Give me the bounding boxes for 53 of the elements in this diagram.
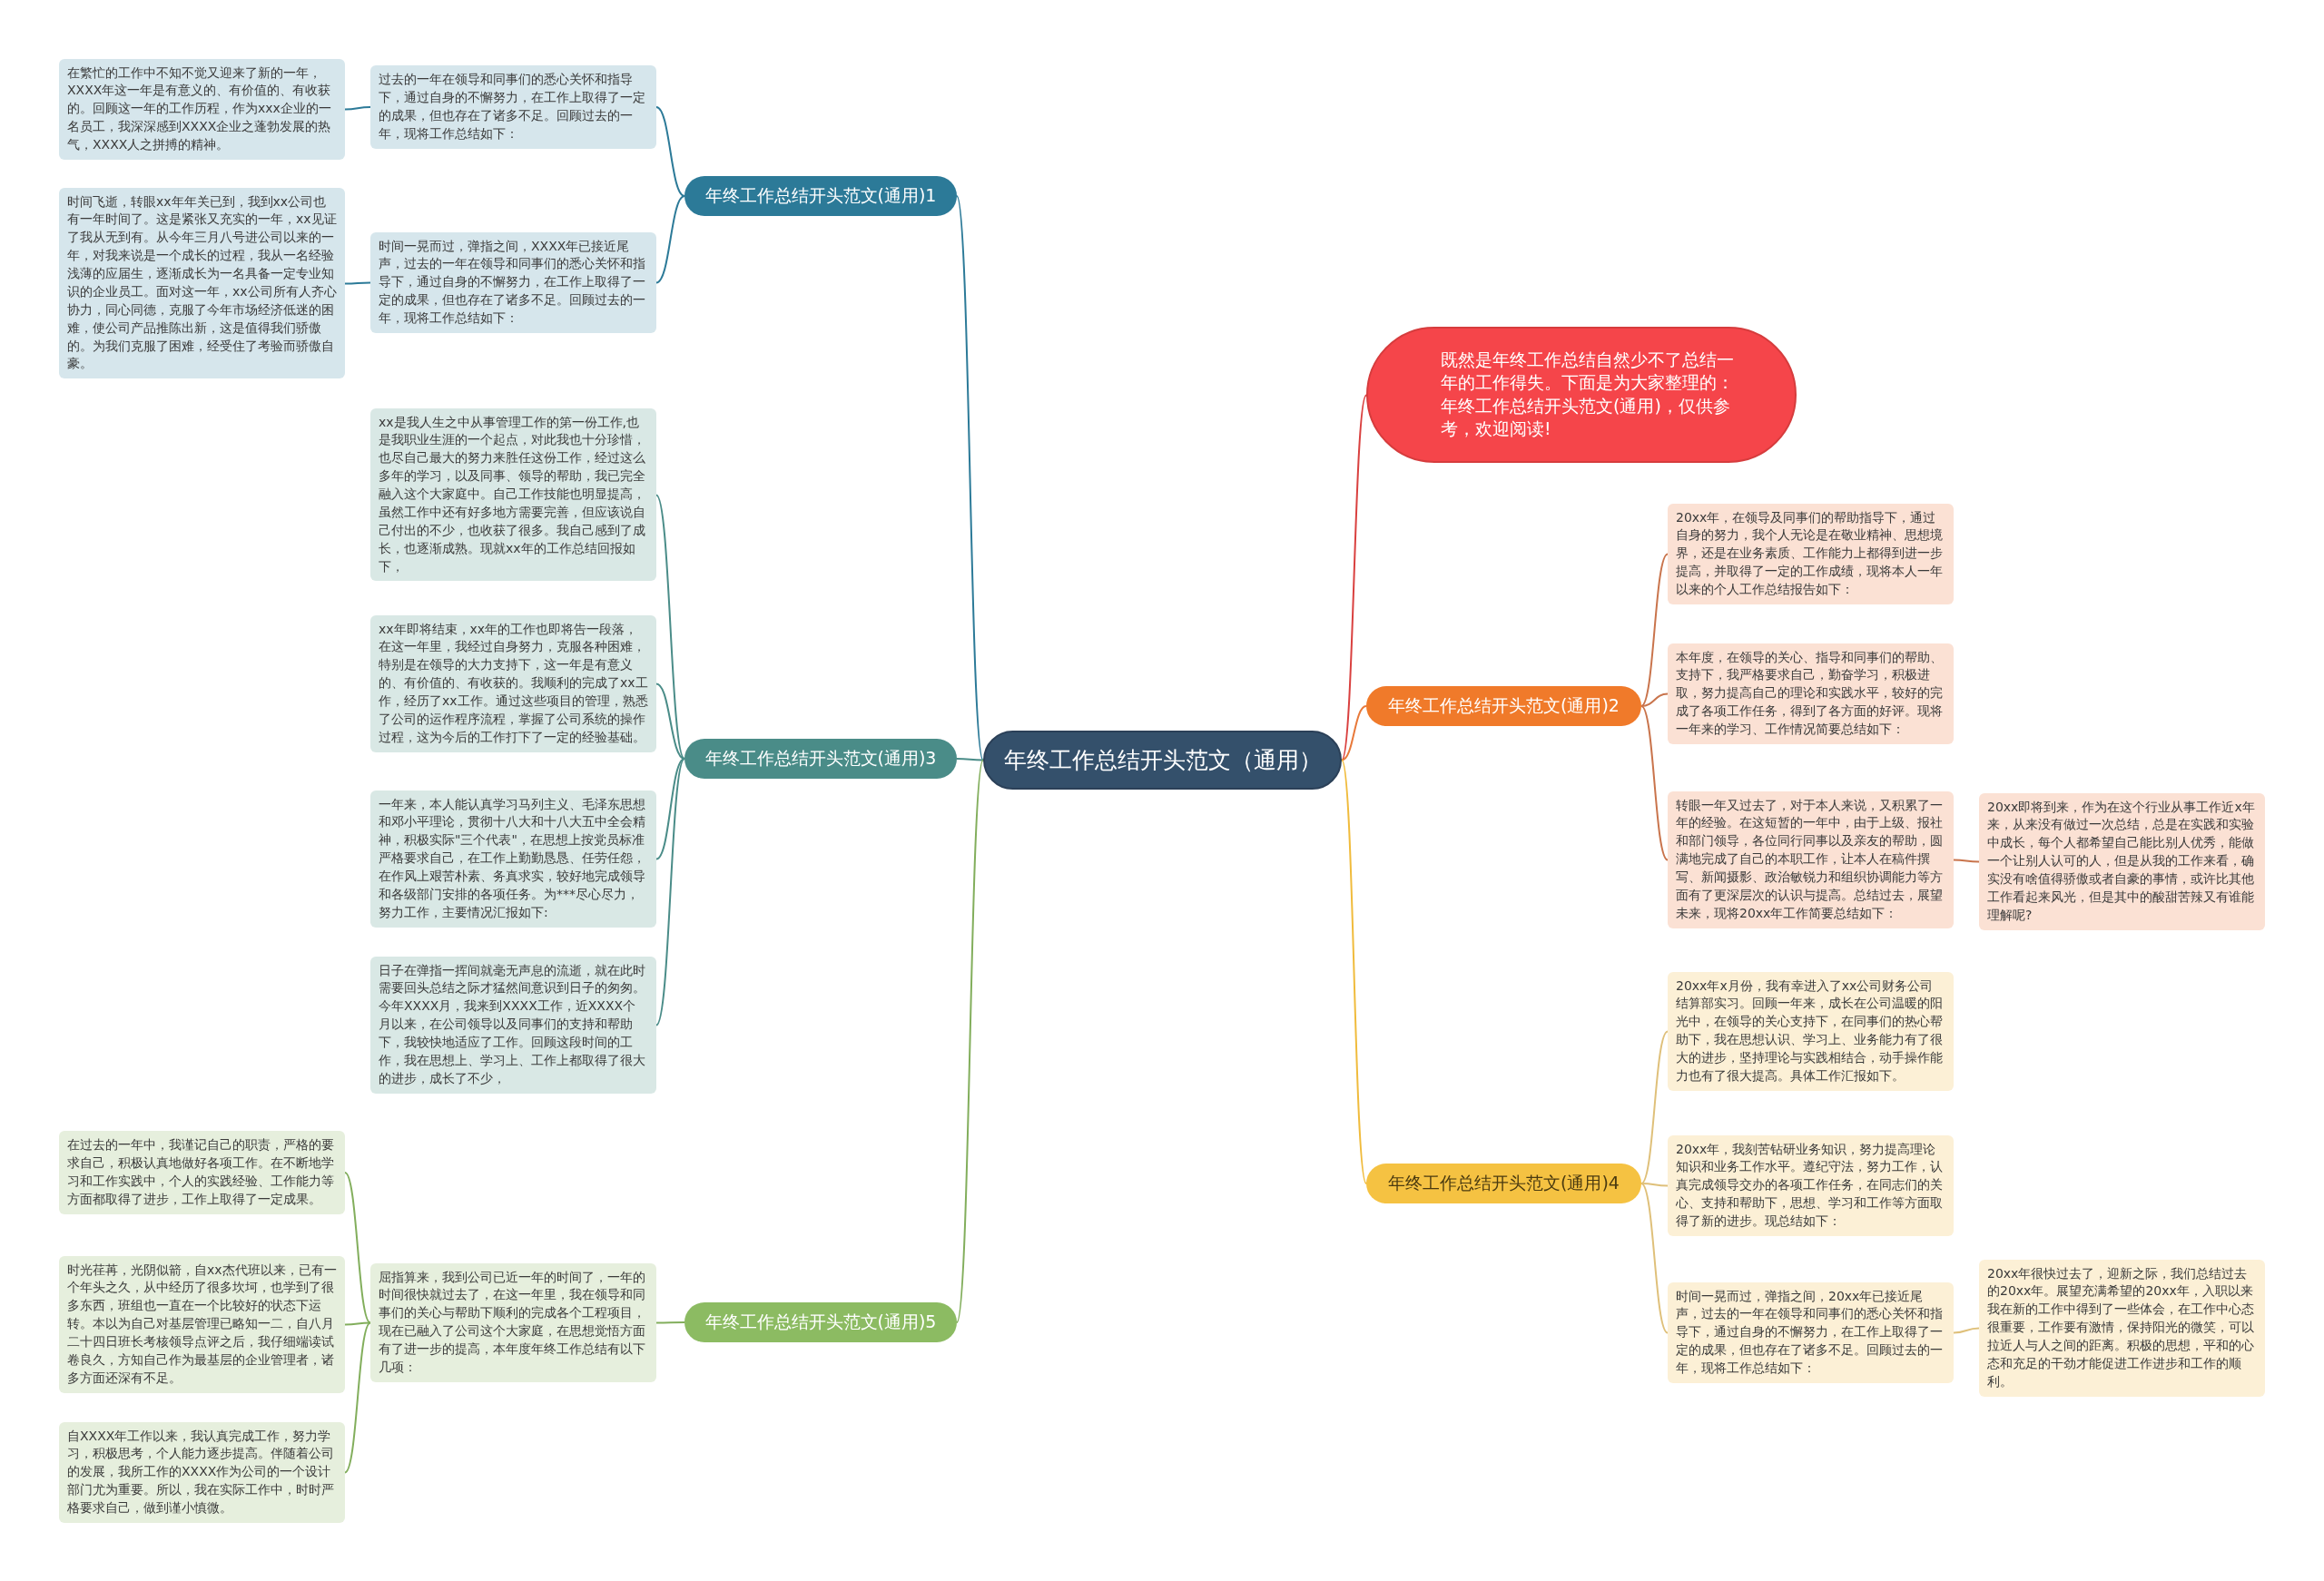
connector-line	[1341, 705, 1367, 761]
text-card: 本年度，在领导的关心、指导和同事们的帮助、支持下，我严格要求自己，勤奋学习，积极进取，努力提高自己的理论和实践水平，较好的完成了各项工作任务，得到了各方面的好评。现将一年来的学习、工作情况简要总结如下：	[1668, 643, 1954, 744]
connector-line	[1341, 759, 1367, 1184]
connector-line	[655, 494, 685, 760]
connector-line	[1341, 394, 1367, 761]
connector-line	[344, 1172, 371, 1324]
connector-line	[655, 195, 685, 284]
connector-line	[655, 758, 685, 860]
connector-line	[344, 281, 371, 285]
text-card: 20xx即将到来，作为在这个行业从事工作近x年来，从来没有做过一次总结，总是在实践和实验中成长，每个人都希望自己能比别人优秀，能做一个让别人认可的人，但是从我的工作来看，确实没有啥值得骄傲或者自豪的事情，或许比其他工作看起来风光，但是其中的酸甜苦辣又有谁能理解呢?	[1979, 792, 2265, 930]
central-topic: 年终工作总结开头范文（通用）	[983, 730, 1342, 790]
connector-line	[956, 195, 984, 761]
text-card: 20xx年，在领导及同事们的帮助指导下，通过自身的努力，我个人无论是在敬业精神、思想境界，还是在业务素质、工作能力上都得到进一步提高，并取得了一定的工作成绩，现将本人一年以来的个人工作总结报告如下：	[1668, 503, 1954, 604]
text-card: 日子在弹指一挥间就毫无声息的流逝，就在此时需要回头总结之际才猛然间意识到日子的匆匆。今年XXXX月，我来到XXXX工作，近XXXX个月以来，在公司领导以及同事们的支持和帮助下，我较快地适应了工作。回顾这段时间的工作，我在思想上、学习上、工作上都取得了很大的进步，成长了不少，	[370, 956, 656, 1094]
connector-line	[344, 106, 371, 111]
text-card: 时间一晃而过，弹指之间，20xx年已接近尾声，过去的一年在领导和同事们的悉心关怀和指导下，通过自身的不懈努力，在工作上取得了一定的成果，但也存在了诸多不足。回顾过去的一年，现将工作总结如下：	[1668, 1281, 1954, 1383]
branch-topic: 年终工作总结开头范文(通用)5	[684, 1302, 957, 1342]
branch-topic: 年终工作总结开头范文(通用)2	[1366, 686, 1641, 726]
text-card: 20xx年x月份，我有幸进入了xx公司财务公司结算部实习。回顾一年来，成长在公司温暖的阳光中，在领导的关心支持下，在同事们的热心帮助下，我在思想认识、学习上、业务能力有了很大的进步，坚持理论与实践相结合，动手操作能力也有了很大提高。具体工作汇报如下。	[1668, 971, 1954, 1091]
connector-line	[1953, 1327, 1980, 1334]
branch-topic: 年终工作总结开头范文(通用)3	[684, 739, 957, 779]
connector-line	[344, 1321, 371, 1326]
connector-line	[655, 682, 685, 760]
text-card: 时光荏苒，光阴似箭，自xx杰代班以来，已有一个年头之久，从中经历了很多坎坷，也学到了很多东西，班组也一直在一个比较好的状态下运转。本以为自己对基层管理已略知一二，自八月二十四日班长考核领导点评之后，我仔细端读试卷良久，方知自己作为最基层的企业管理者，诸多方面还深有不足。	[59, 1255, 345, 1393]
connector-line	[1640, 1030, 1669, 1184]
connector-line	[1640, 705, 1669, 861]
text-card: 屈指算来，我到公司已近一年的时间了，一年的时间很快就过去了，在这一年里，我在领导和同事们的关心与帮助下顺利的完成各个工程项目，现在已融入了公司这个大家庭，在思想觉悟方面有了进一步的提高，本年度年终工作总结有以下几项：	[370, 1262, 656, 1382]
text-card: 在过去的一年中，我谨记自己的职责，严格的要求自己，积极认真地做好各项工作。在不断地学习和工作实践中，个人的实践经验、工作能力等方面都取得了进步，工作上取得了一定成果。	[59, 1131, 345, 1214]
connector-line	[956, 758, 984, 761]
text-card: 在繁忙的工作中不知不觉又迎来了新的一年，XXXX年这一年是有意义的、有价值的、有收获的。回顾这一年的工作历程，作为xxx企业的一名员工，我深深感到XXXX企业之蓬勃发展的热气，XXXX人之拼搏的精神。	[59, 58, 345, 160]
connector-line	[1953, 859, 1980, 863]
connector-line	[1640, 692, 1669, 707]
text-card: 过去的一年在领导和同事们的悉心关怀和指导下，通过自身的不懈努力，在工作上取得了一定的成果，但也存在了诸多不足。回顾过去的一年，现将工作总结如下：	[370, 65, 656, 149]
connector-line	[655, 758, 685, 1026]
connector-line	[1640, 553, 1669, 707]
text-card: 时间一晃而过，弹指之间，XXXX年已接近尾声，过去的一年在领导和同事们的悉心关怀和指导下，通过自身的不懈努力，在工作上取得了一定的成果，但也存在了诸多不足。回顾过去的一年，现将工作总结如下：	[370, 231, 656, 333]
text-card: 一年来，本人能认真学习马列主义、毛泽东思想和邓小平理论，贯彻十八大和十八大五中全会精神，积极实际"三个代表"，在思想上按党员标准严格要求自己，在工作上勤勤恳恳、任劳任怨，在作风上艰苦朴素、务真求实，较好地完成领导和各级部门安排的各项任务。为***尽心尽力，努力工作，主要情况汇报如下:	[370, 790, 656, 928]
connector-line	[655, 106, 685, 197]
text-card: 20xx年很快过去了，迎新之际，我们总结过去的20xx年。展望充满希望的20xx年，入职以来我在新的工作中得到了一些体会，在工作中心态很重要，工作要有激情，保持阳光的微笑，可以拉近人与人之间的距离。积极的思想，平和的心态和充足的干劲才能促进工作进步和工作的顺利。	[1979, 1259, 2265, 1397]
text-card: xx年即将结束，xx年的工作也即将告一段落，在这一年里，我经过自身努力，克服各种困难，特别是在领导的大力支持下，这一年是有意义的、有价值的、有收获的。我顺利的完成了xx工作，经历了xx工作。通过这些项目的管理，熟悉了公司的运作程序流程，掌握了公司系统的操作过程，这为今后的工作打下了一定的经验基础。	[370, 614, 656, 752]
text-card: 自XXXX年工作以来，我认真完成工作，努力学习，积极思考，个人能力逐步提高。伴随着公司的发展，我所工作的XXXX作为公司的一个设计部门尤为重要。所以，我在实际工作中，时时严格要求自己，做到谨小慎微。	[59, 1421, 345, 1523]
connector-line	[344, 1321, 371, 1474]
connector-line	[655, 1321, 685, 1324]
branch-topic: 年终工作总结开头范文(通用)4	[1366, 1164, 1641, 1203]
connector-line	[1640, 1183, 1669, 1187]
text-card: xx是我人生之中从事管理工作的第一份工作,也是我职业生涯的一个起点，对此我也十分珍惜，也尽自己最大的努力来胜任这份工作，经过这么多年的学习，以及同事、领导的帮助，我已完全融入这个大家庭中。自己工作技能也明显提高，虽然工作中还有好多地方需要完善，但应该说自己付出的不少，也收获了很多。我自己感到了成长，也逐渐成熟。现就xx年的工作总结回报如下，	[370, 408, 656, 582]
text-card: 20xx年，我刻苦钻研业务知识，努力提高理论知识和业务工作水平。遵纪守法，努力工作，认真完成领导交办的各项工作任务，在同志们的关心、支持和帮助下，思想、学习和工作等方面取得了新的进步。现总结如下：	[1668, 1134, 1954, 1236]
connector-line	[1640, 1183, 1669, 1334]
connector-line	[956, 759, 984, 1323]
intro-bubble: 既然是年终工作总结自然少不了总结一年的工作得失。下面是为大家整理的：年终工作总结开头范文(通用)，仅供参考，欢迎阅读!	[1366, 326, 1797, 464]
branch-topic: 年终工作总结开头范文(通用)1	[684, 176, 957, 216]
text-card: 时间飞逝，转眼xx年年关已到，我到xx公司也有一年时间了。这是紧张又充实的一年，xx见证了我从无到有。从今年三月八号进公司以来的一年，对我来说是一个成长的过程，我从一名经验浅薄的应届生，逐渐成长为一名具备一定专业知识的企业员工。面对这一年，xx公司所有人齐心协力，同心同德，克服了今年市场经济低迷的困难，使公司产品推陈出新，这是值得我们骄傲的。为我们克服了困难，经受住了考验而骄傲自豪。	[59, 187, 345, 379]
text-card: 转眼一年又过去了，对于本人来说，又积累了一年的经验。在这短暂的一年中，由于上级、报社和部门领导，各位同行同事以及亲友的帮助，圆满地完成了自己的本职工作，让本人在稿件撰写、新闻摄影、政治敏锐力和组织协调能力等方面有了更深层次的认识与提高。总结过去，展望未来，现将20xx年工作简要总结如下：	[1668, 790, 1954, 928]
